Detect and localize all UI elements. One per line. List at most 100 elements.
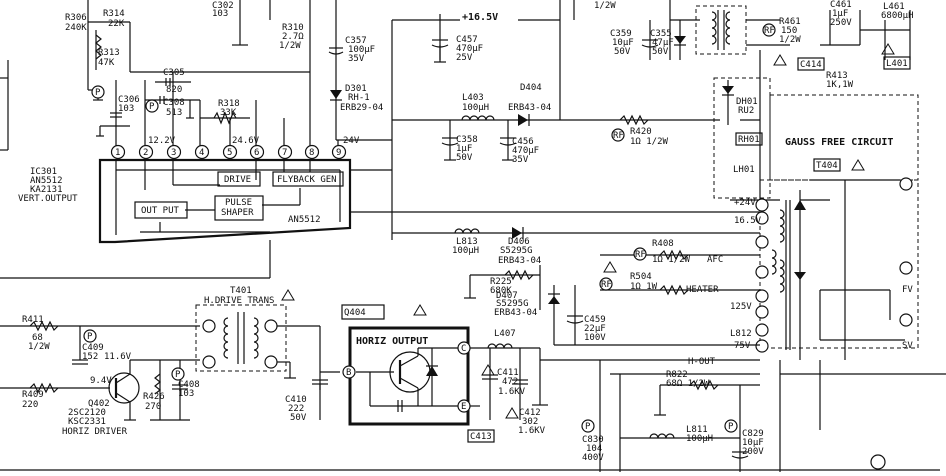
c357-d301-chain — [328, 0, 440, 240]
p-marker-c408 — [171, 367, 185, 381]
t404-label: T404 — [816, 161, 838, 171]
p-c829-label: P — [728, 422, 734, 432]
c461-val: 1μF — [832, 9, 848, 19]
rf-marker-r504 — [599, 277, 613, 291]
l403-val: 100μH — [462, 103, 489, 113]
c355-ref: C355 — [650, 29, 672, 39]
supply-16v5 — [392, 0, 720, 161]
d406-ref: D406 — [508, 237, 530, 247]
l813-ref: L813 — [456, 237, 478, 247]
heater-label: HEATER — [686, 285, 719, 295]
pin-7: 7 — [282, 148, 287, 158]
c358-val: 1μF — [456, 144, 472, 154]
l401-label: L401 — [886, 59, 908, 69]
q404-pin-c: C — [461, 344, 466, 354]
c357-ref: C357 — [345, 36, 367, 46]
h-drive-section — [0, 304, 340, 421]
r411-watt: 1/2W — [28, 342, 50, 352]
d301-type: RH-1 — [348, 93, 370, 103]
c457-volt: 25V — [456, 53, 473, 63]
c359-volt: 50V — [614, 47, 631, 57]
ic-input-caps — [96, 72, 339, 150]
flyback-gen-block — [272, 171, 344, 187]
lh01-label: LH01 — [733, 165, 755, 175]
c830-volt: 400V — [582, 453, 604, 463]
ic-chip-label: AN5512 — [288, 215, 321, 225]
l407-label: L407 — [494, 329, 516, 339]
ic-right-wires — [0, 169, 710, 279]
v12-2: 12.2V — [148, 136, 176, 146]
ic301-pins — [110, 144, 347, 160]
c357-volt: 35V — [348, 54, 365, 64]
r420-val: 1Ω 1/2W — [630, 137, 669, 147]
ground-symbol — [870, 454, 886, 470]
d404-ref: D404 — [520, 83, 542, 93]
c408-ref: C408 — [178, 380, 200, 390]
r313-ref: R313 — [98, 48, 120, 58]
pin-5: 5 — [227, 148, 232, 158]
r413-val: 1K,1W — [826, 80, 854, 90]
top-right-network — [573, 0, 911, 60]
c412-val: 302 — [522, 417, 538, 427]
afc-heater-network — [392, 227, 760, 346]
shaper-label: SHAPER — [221, 208, 254, 218]
r409-val: 220 — [22, 400, 38, 410]
c461-ref: C461 — [830, 0, 852, 10]
c829-val: 10μF — [742, 438, 764, 448]
l461-ref: L461 — [883, 2, 905, 12]
q402-part1: 2SC2120 — [68, 408, 106, 418]
c355-val: 47μF — [652, 38, 674, 48]
rf-r461-label: RF — [764, 26, 775, 36]
drive-block — [217, 171, 261, 187]
r408-val: 1Ω 1/2W — [652, 255, 691, 265]
drive-label: DRIVE — [224, 175, 251, 185]
p-marker-c829 — [724, 419, 738, 433]
v24-tap: +24V — [734, 198, 756, 208]
v125-tap: 125V — [730, 302, 752, 312]
ic-model-1: AN5512 — [30, 176, 63, 186]
rh01-box — [735, 132, 763, 146]
r310-val: 2.7Ω — [282, 32, 304, 42]
c355-volt: 50V — [652, 47, 669, 57]
ic301-body — [98, 158, 352, 244]
p-marker-1 — [91, 85, 105, 99]
c305-val: 820 — [166, 85, 182, 95]
r409-ref: R409 — [22, 390, 44, 400]
t401-name: H.DRIVE TRANS — [204, 296, 274, 306]
pin-1: 1 — [115, 148, 120, 158]
pin-3: 3 — [171, 148, 176, 158]
gauss-title-bg — [783, 133, 916, 149]
c830-ref: C830 — [582, 435, 604, 445]
r408-ref: R408 — [652, 239, 674, 249]
c411-ref: C411 — [497, 368, 519, 378]
r822-ref: R822 — [666, 370, 688, 380]
d407-ref: D407 — [496, 291, 518, 301]
q404-pin-b: B — [346, 368, 351, 378]
ic-function: VERT.OUTPUT — [18, 194, 78, 204]
c411-volt: 1.6KV — [498, 387, 526, 397]
p-marker-2 — [145, 99, 159, 113]
rail-16v5-box — [460, 9, 518, 23]
c410-val: 222 — [288, 404, 304, 414]
p-c409-label: P — [87, 332, 93, 342]
ic-model-2: KA2131 — [30, 185, 63, 195]
output-label: OUT PUT — [141, 206, 180, 216]
t401-ref: T401 — [230, 286, 252, 296]
d301-ref: D301 — [345, 84, 367, 94]
r313-val: 47K — [98, 58, 115, 68]
h-out-label: H-OUT — [688, 357, 716, 367]
v9-4: 9.4V — [90, 376, 112, 386]
c413-box — [467, 429, 495, 443]
p-marker-1-label: P — [95, 88, 101, 98]
r314-val: 22K — [108, 19, 125, 29]
dh01-val: RU2 — [738, 106, 754, 116]
r411-val: 68 — [32, 333, 43, 343]
c359-val: 10μF — [612, 38, 634, 48]
sv-label: SV — [902, 341, 913, 351]
c409-val: 152 — [82, 352, 98, 362]
d406-type: S5295G — [500, 246, 533, 256]
gauss-free-circuit — [713, 50, 919, 360]
l812-label: L812 — [730, 329, 752, 339]
warning-icons — [281, 43, 895, 419]
c829-volt: 200V — [742, 447, 764, 457]
